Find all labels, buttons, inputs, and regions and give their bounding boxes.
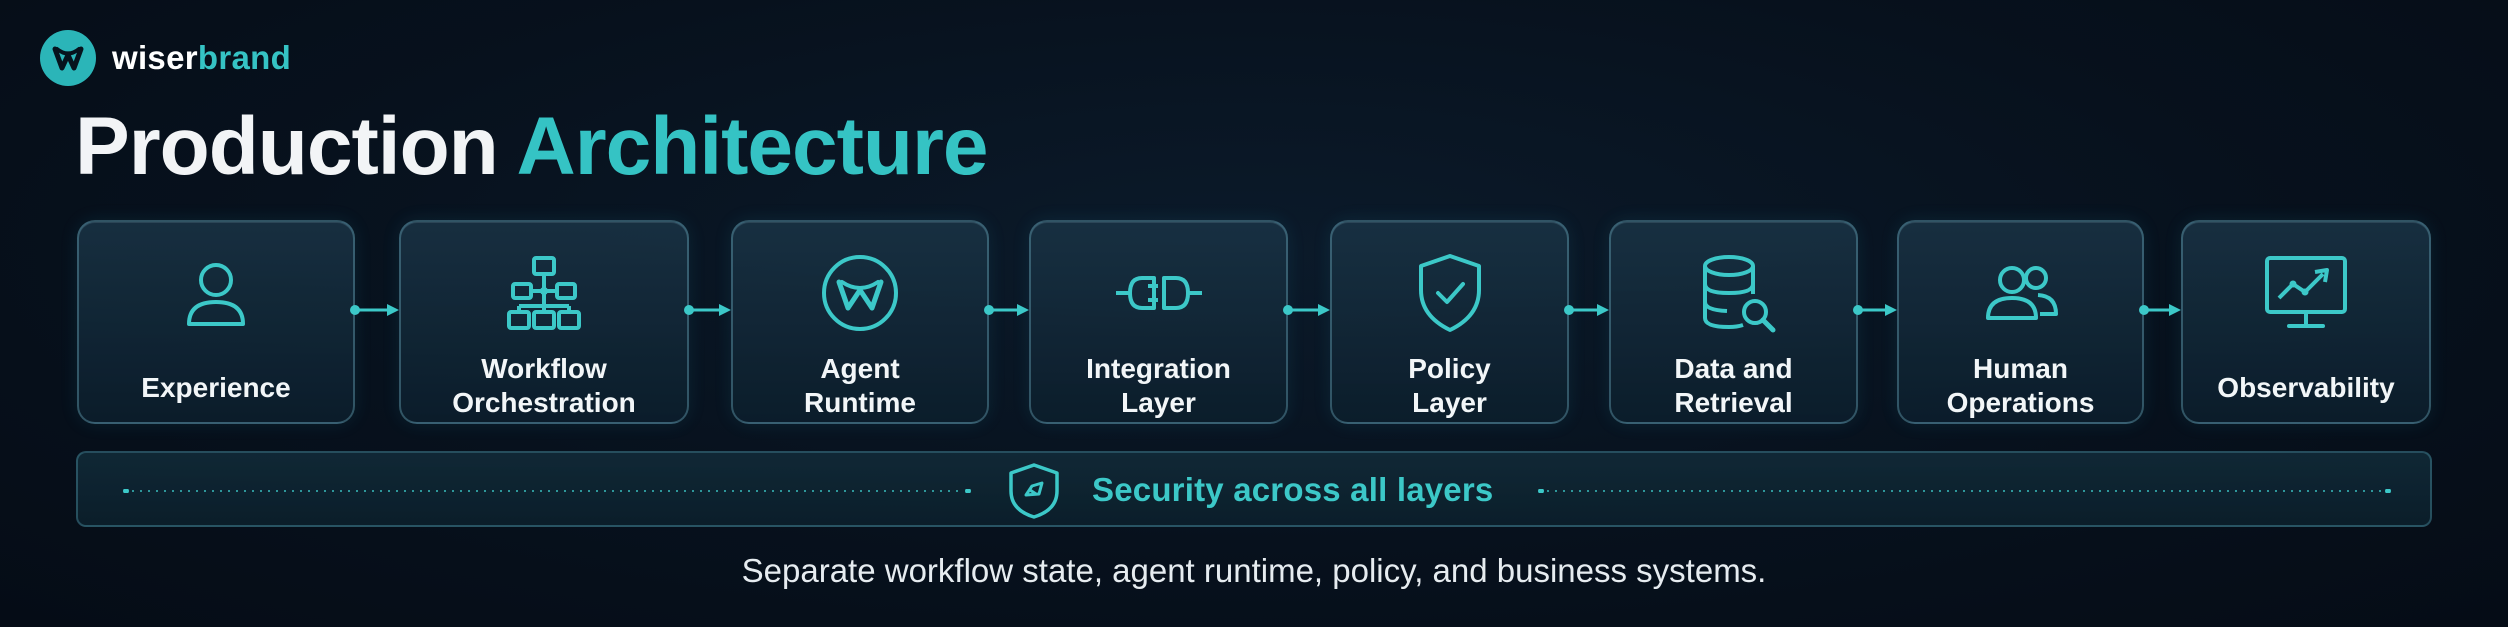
dotted-line-right <box>1538 489 2391 493</box>
stage-label: Policy Layer <box>1408 353 1491 418</box>
stage-experience: Experience <box>77 220 355 424</box>
stage-label: Workflow Orchestration <box>452 353 636 418</box>
shield-lock-icon <box>1009 463 1059 519</box>
stage-label: Integration Layer <box>1086 353 1231 418</box>
stage-observability: Observability <box>2181 220 2431 424</box>
stage-connector-arrow <box>684 304 731 316</box>
shield-check-icon <box>1418 254 1481 332</box>
security-bar: Security across all layers <box>76 451 2432 527</box>
stage-label: Agent Runtime <box>804 353 916 418</box>
stage-connector-arrow <box>350 304 399 316</box>
stage-integration-layer: Integration Layer <box>1029 220 1288 424</box>
stage-label: Experience <box>141 372 291 403</box>
page-title: Production Architecture <box>75 100 989 194</box>
stage-policy-layer: Policy Layer <box>1330 220 1569 424</box>
stage-label: Human Operations <box>1946 353 2095 418</box>
security-label: Security across all layers <box>1092 471 1494 508</box>
user-icon <box>187 263 245 326</box>
agent-logo-icon <box>822 255 898 331</box>
stage-label: Observability <box>2217 372 2395 403</box>
caption: Separate workflow state, agent runtime, … <box>741 552 1767 589</box>
stage-connector-arrow <box>1283 304 1330 316</box>
wiserbrand-logo-icon <box>40 30 96 86</box>
brand-name-part1: wiser <box>112 39 198 76</box>
stage-human-operations: Human Operations <box>1897 220 2144 424</box>
stage-workflow-orchestration: Workflow Orchestration <box>399 220 689 424</box>
stage-agent-runtime: Agent Runtime <box>731 220 989 424</box>
stage-label: Data and Retrieval <box>1674 353 1793 418</box>
brand-logo: wiserbrand <box>40 30 291 86</box>
stage-data-and-retrieval: Data and Retrieval <box>1609 220 1858 424</box>
stage-connector-arrow <box>2139 304 2181 316</box>
title-part2: Architecture <box>516 101 989 192</box>
stage-connector-arrow <box>1564 304 1609 316</box>
plug-icon <box>1115 276 1202 310</box>
title-part1: Production <box>75 101 499 192</box>
users-icon <box>1985 266 2058 320</box>
stage-connector-arrow <box>1853 304 1897 316</box>
dotted-line-left <box>123 489 971 493</box>
brand-name: wiserbrand <box>112 39 291 77</box>
brand-name-part2: brand <box>197 39 292 76</box>
monitor-chart-icon <box>2265 256 2347 328</box>
stage-connector-arrow <box>984 304 1029 316</box>
hierarchy-icon <box>507 256 581 330</box>
database-search-icon <box>1702 255 1775 333</box>
